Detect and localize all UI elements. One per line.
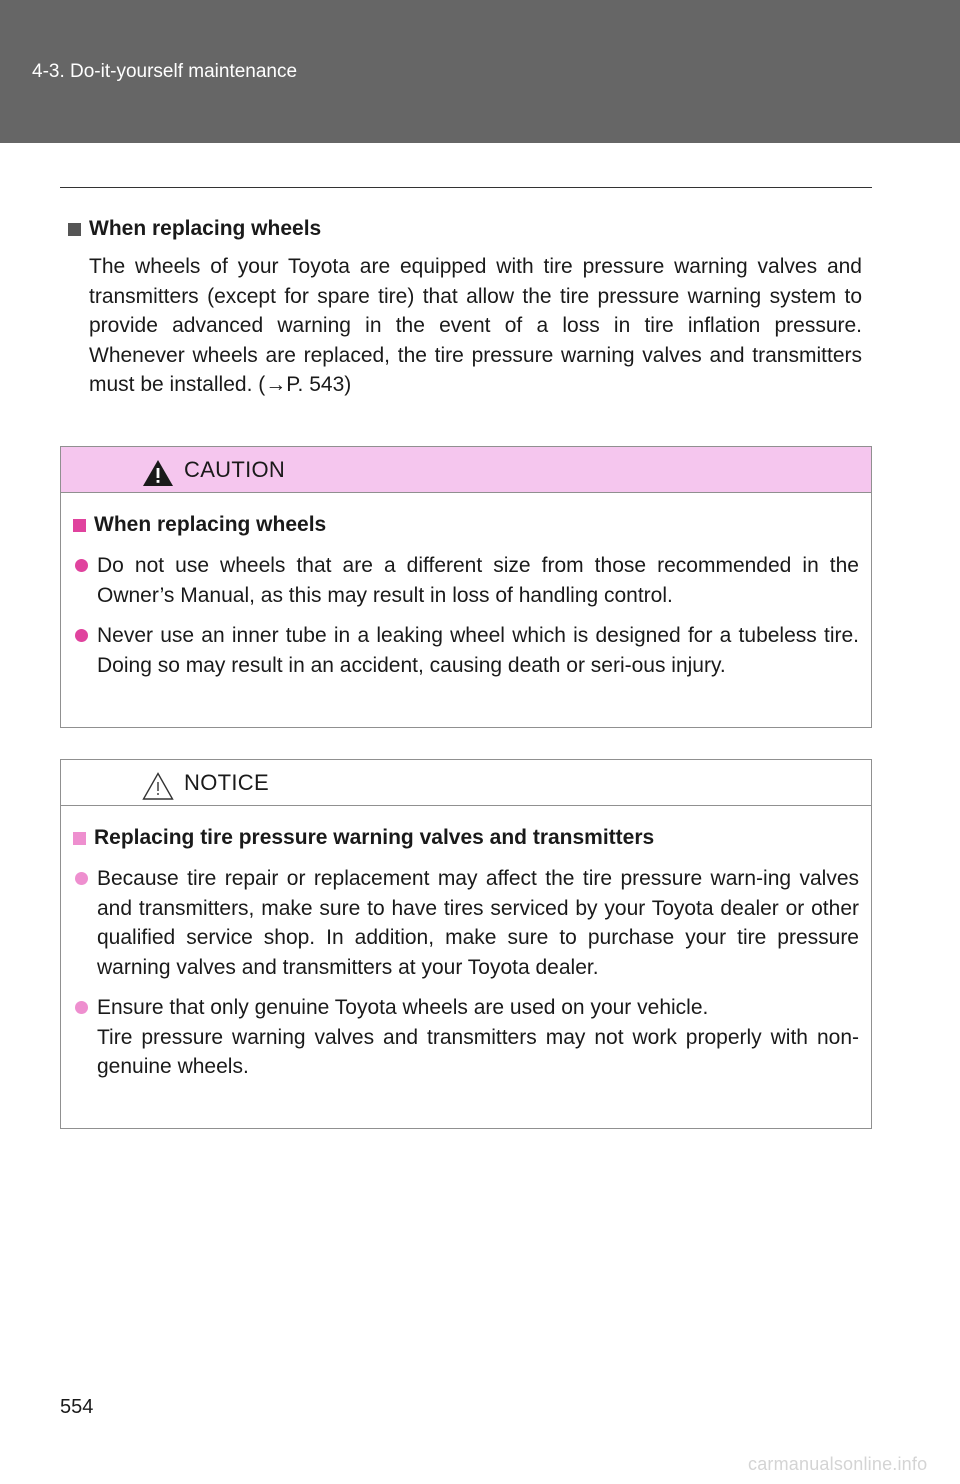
- notice-box: NOTICE Replacing tire pressure warning v…: [60, 759, 872, 1129]
- watermark: carmanualsonline.info: [748, 1454, 928, 1474]
- page-number: 554: [60, 1396, 94, 1418]
- round-bullet-icon: [75, 872, 88, 885]
- notice-item-line: Ensure that only genuine Toyota wheels a…: [97, 996, 709, 1019]
- notice-item-text: Ensure that only genuine Toyota wheels a…: [97, 993, 859, 1082]
- round-bullet-icon: [75, 629, 88, 642]
- main-heading: When replacing wheels: [68, 214, 862, 244]
- page-header: 4-3. Do-it-yourself maintenance: [0, 0, 960, 143]
- notice-header: NOTICE: [61, 760, 871, 806]
- list-item: Never use an inner tube in a leaking whe…: [73, 621, 859, 680]
- caution-item-text: Never use an inner tube in a leaking whe…: [97, 624, 859, 677]
- caution-label: CAUTION: [184, 457, 286, 482]
- section-title: 4-3. Do-it-yourself maintenance: [32, 61, 298, 82]
- notice-item-line: Tire pressure warning valves and transmi…: [97, 1025, 859, 1079]
- divider: [60, 187, 872, 188]
- caution-box: CAUTION When replacing wheels Do not use…: [60, 446, 872, 728]
- list-item: Because tire repair or replacement may a…: [73, 864, 859, 982]
- main-heading-text: When replacing wheels: [89, 217, 322, 240]
- caution-item-text: Do not use wheels that are a different s…: [97, 554, 859, 607]
- notice-triangle-icon: [142, 772, 174, 800]
- caution-heading-text: When replacing wheels: [94, 513, 327, 536]
- notice-body: Replacing tire pressure warning valves a…: [61, 806, 871, 1082]
- main-paragraph: The wheels of your Toyota are equipped w…: [89, 255, 862, 396]
- caution-heading: When replacing wheels: [73, 510, 859, 540]
- notice-item-text: Because tire repair or replacement may a…: [97, 867, 859, 979]
- notice-heading-text: Replacing tire pressure warning valves a…: [94, 826, 655, 849]
- caution-header: CAUTION: [61, 447, 871, 493]
- notice-label: NOTICE: [184, 770, 269, 795]
- square-bullet-icon: [68, 222, 81, 236]
- main-section: When replacing wheels The wheels of your…: [68, 214, 862, 400]
- square-bullet-icon: [73, 518, 86, 532]
- round-bullet-icon: [75, 1001, 88, 1014]
- square-bullet-icon: [73, 831, 86, 845]
- warning-triangle-icon: [143, 460, 173, 486]
- notice-heading: Replacing tire pressure warning valves a…: [73, 823, 859, 853]
- caution-body: When replacing wheels Do not use wheels …: [61, 493, 871, 680]
- list-item: Ensure that only genuine Toyota wheels a…: [73, 993, 859, 1082]
- list-item: Do not use wheels that are a different s…: [73, 551, 859, 610]
- round-bullet-icon: [75, 559, 88, 572]
